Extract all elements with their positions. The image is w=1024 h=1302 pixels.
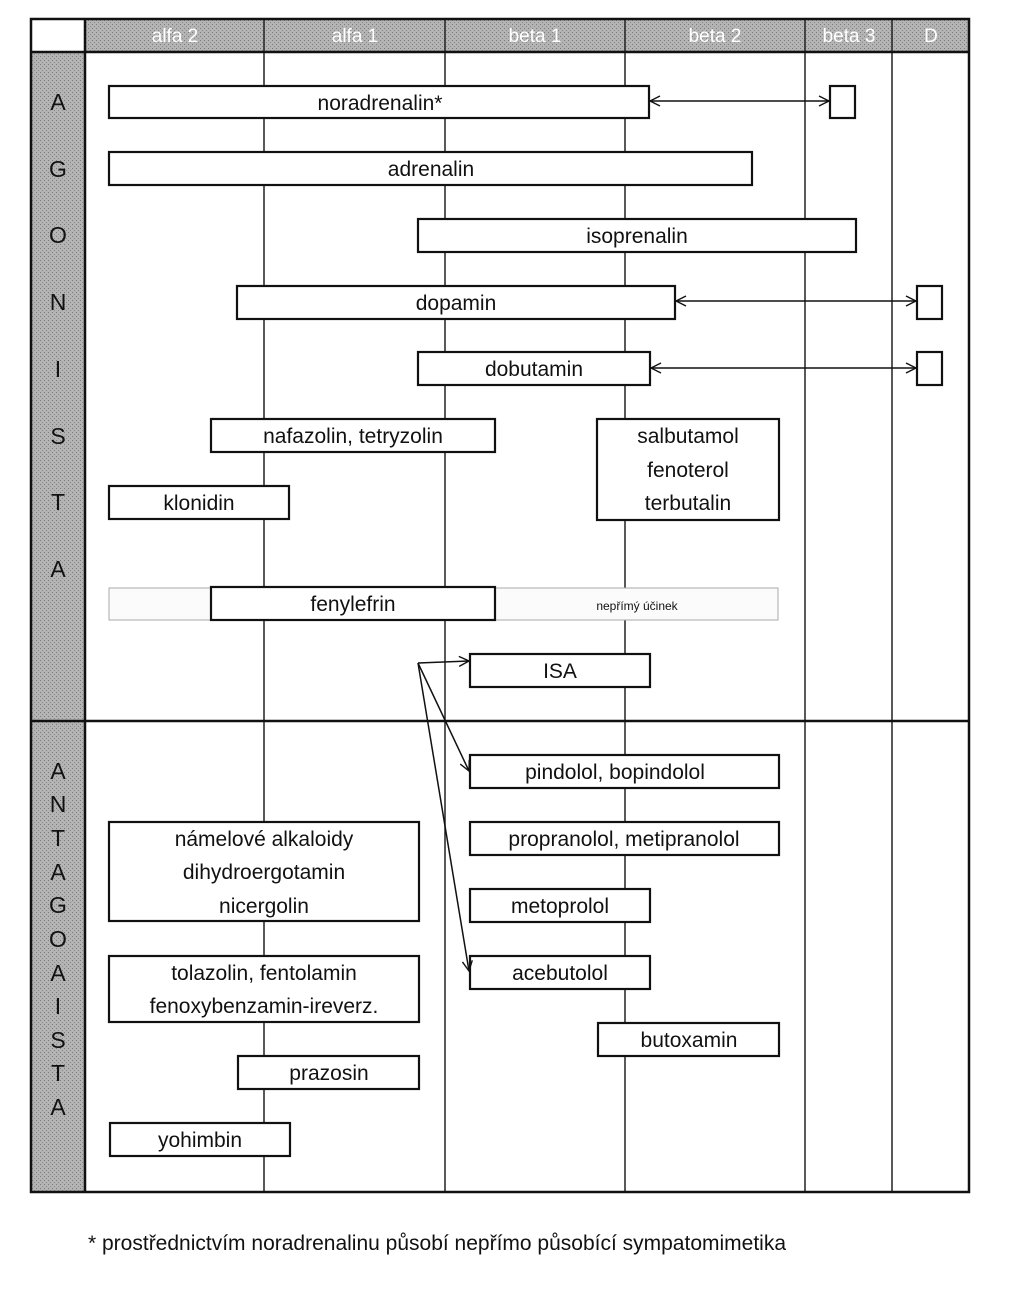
col-header-d: D — [924, 26, 938, 47]
tolazolin-label: tolazolin, fentolamin — [171, 962, 357, 985]
prazosin-box — [236, 1054, 421, 1091]
antagonist-letter: A — [50, 859, 66, 885]
fenylefrin-label: fenylefrin — [310, 593, 395, 616]
adrenalin-label: adrenalin — [388, 158, 474, 181]
antagonist-letter: A — [50, 1094, 66, 1120]
namelove-label: námelové alkaloidy — [175, 828, 354, 851]
dobutamin-box — [416, 350, 652, 387]
antagonist-letter: A — [50, 960, 66, 986]
agonist-letter: N — [50, 289, 67, 315]
antagonist-letter: T — [51, 825, 65, 851]
agonist-letter: T — [51, 489, 65, 515]
tolazolin-box — [107, 954, 421, 1024]
d-target-box — [915, 284, 944, 321]
fenoxybenzamin-label: fenoxybenzamin-ireverz. — [150, 995, 379, 1018]
salbutamol-box — [595, 417, 781, 522]
prazosin-label: prazosin — [289, 1062, 368, 1085]
header-band — [85, 19, 969, 52]
acebutolol-label: acebutolol — [512, 962, 608, 985]
antagonist-letter: A — [50, 758, 66, 784]
antagonist-letter: S — [50, 1027, 65, 1053]
namelove-box — [107, 820, 421, 923]
agonist-letter: A — [50, 89, 66, 115]
nafazolin-label: nafazolin, tetryzolin — [263, 425, 443, 448]
yohimbin-box — [108, 1121, 292, 1158]
antagonist-letter: O — [49, 926, 67, 952]
isoprenalin-box — [416, 217, 858, 254]
agonist-letter: G — [49, 156, 67, 182]
agonist-letter: O — [49, 222, 67, 248]
side-band — [31, 52, 85, 1192]
pindolol-label: pindolol, bopindolol — [525, 761, 705, 784]
dihydroergotamin-label: dihydroergotamin — [183, 861, 345, 884]
metoprolol-label: metoprolol — [511, 895, 609, 918]
col-header-alfa1: alfa 1 — [332, 26, 378, 47]
propranolol-label: propranolol, metipranolol — [508, 828, 739, 851]
col-header-beta2: beta 2 — [689, 26, 742, 47]
fenoterol-label: fenoterol — [647, 459, 729, 482]
dobutamin-label: dobutamin — [485, 358, 583, 381]
isa-label: ISA — [543, 660, 577, 683]
butoxamin-box — [596, 1021, 781, 1058]
yohimbin-label: yohimbin — [158, 1129, 242, 1152]
terbutalin-label: terbutalin — [645, 492, 731, 515]
col-header-beta1: beta 1 — [509, 26, 562, 47]
dopamin-box — [235, 284, 677, 321]
agonist-letter: S — [50, 423, 65, 449]
d-target-box — [915, 350, 944, 387]
isa-arrows — [417, 661, 469, 971]
col-header-alfa2: alfa 2 — [152, 26, 198, 47]
klonidin-label: klonidin — [163, 492, 234, 515]
frame — [29, 17, 971, 1194]
pindolol-box — [468, 753, 781, 790]
salbutamol-label: salbutamol — [637, 425, 739, 448]
nafazolin-box — [209, 417, 497, 454]
indirect-effect-label: nepřímý účinek — [596, 599, 678, 613]
nicergolin-label: nicergolin — [219, 895, 309, 918]
antagonist-letter: N — [50, 791, 67, 817]
antagonist-letter: G — [49, 892, 67, 918]
klonidin-box — [107, 484, 291, 521]
agonist-letter: I — [55, 356, 61, 382]
isa-box — [468, 652, 652, 689]
noradrenalin-label: noradrenalin* — [318, 92, 443, 115]
adrenalin-box — [107, 150, 754, 187]
propranolol-box — [468, 820, 781, 857]
fenylefrin-box — [209, 585, 497, 622]
isoprenalin-label: isoprenalin — [586, 225, 688, 248]
agonist-letter: A — [50, 556, 66, 582]
footnote: * prostřednictvím noradrenalinu působí n… — [88, 1232, 787, 1255]
beta3-target-box — [828, 84, 857, 120]
antagonist-letter: I — [55, 993, 61, 1019]
butoxamin-label: butoxamin — [641, 1029, 738, 1052]
antagonist-letter: T — [51, 1060, 65, 1086]
col-header-beta3: beta 3 — [823, 26, 876, 47]
dopamin-label: dopamin — [416, 292, 497, 315]
metoprolol-box — [468, 887, 652, 924]
